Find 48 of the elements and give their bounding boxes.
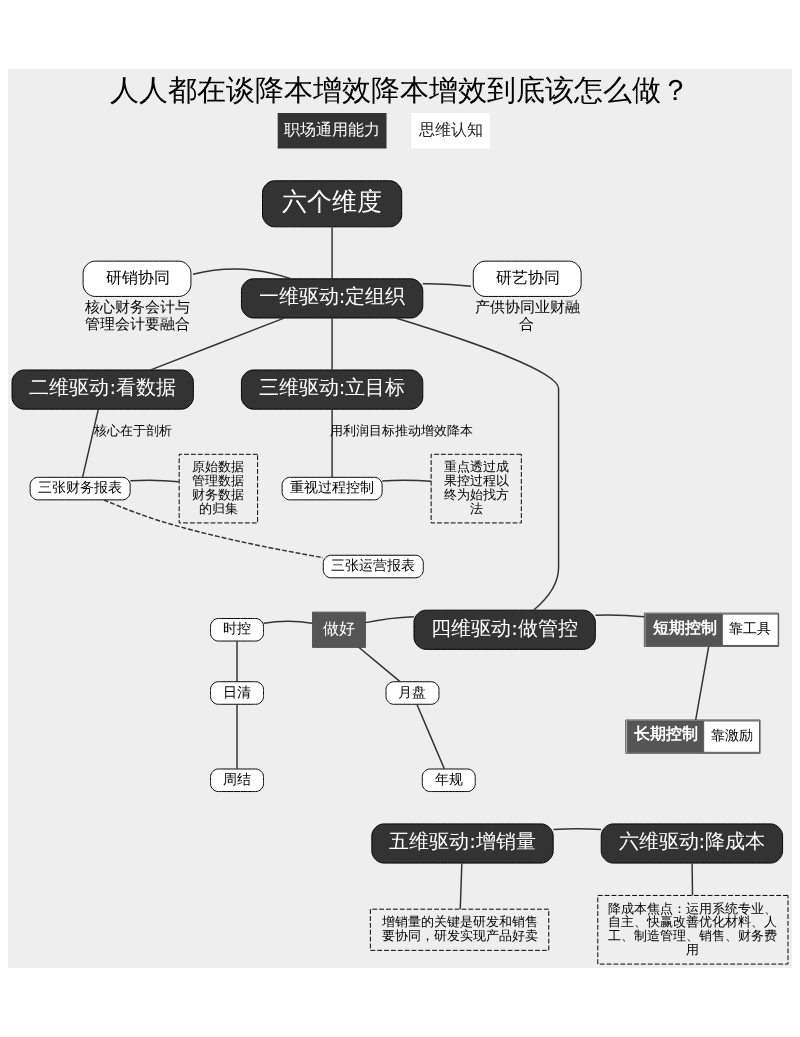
connector — [395, 317, 560, 611]
connector — [694, 645, 710, 721]
connector — [364, 615, 415, 624]
connector — [236, 703, 238, 770]
node-box: 三张财务报表 — [29, 476, 131, 501]
node-box: 六个维度 — [262, 180, 403, 228]
connector — [192, 268, 292, 280]
node-box: 六维驱动:降成本 — [600, 823, 784, 864]
node-box: 月盘 — [385, 681, 440, 705]
node-box: 降成本焦点：运用系统专业、自主、快赢改善优化材料、人工、制造管理、销售、财务费用 — [597, 894, 789, 965]
node-box: 三维驱动:立目标 — [240, 369, 424, 410]
node-box: 年规 — [421, 768, 476, 792]
connector — [331, 317, 333, 371]
node-label: 产供协同业财融合 — [475, 298, 581, 332]
label: 思维认知 — [418, 119, 483, 139]
connector — [262, 620, 313, 624]
node-box: 做好 — [312, 611, 366, 648]
connector — [331, 226, 333, 280]
connector — [594, 614, 645, 618]
node-box: 原始数据管理数据财务数据的归集 — [178, 453, 259, 524]
node-box: 时控 — [210, 618, 264, 642]
connector — [422, 282, 472, 288]
node-box: 日清 — [210, 681, 264, 705]
diagram-title: 人人都在谈降本增效降本增效到底该怎么做？ — [110, 73, 690, 108]
connector — [459, 862, 463, 910]
connector — [691, 862, 694, 896]
connector — [358, 646, 401, 683]
node-box: 周结 — [210, 768, 264, 792]
node-label: 核心财务会计与管理会计要融合 — [85, 298, 191, 332]
node-box: 增销量的关键是研发和销售要协同，研发实现产品好卖 — [369, 908, 550, 951]
connector — [81, 408, 100, 479]
edge-label: 核心在于剖析 — [93, 423, 172, 439]
connector — [129, 479, 180, 483]
node-box: 三张运营报表 — [322, 554, 424, 579]
connector — [331, 408, 333, 479]
connector — [416, 703, 446, 770]
node-box: 一维驱动:定组织 — [240, 278, 424, 319]
connector — [103, 499, 324, 559]
node-box: 重视过程控制 — [281, 476, 383, 501]
node-box: 二维驱动:看数据 — [11, 369, 194, 410]
connector — [552, 828, 602, 831]
connector — [381, 479, 432, 483]
node-box: 五维驱动:增销量 — [371, 823, 554, 864]
connector — [236, 640, 238, 683]
node-box: 四维驱动:做管控 — [413, 609, 596, 650]
node-box: 重点透过成果控过程以终为始找方法 — [430, 453, 522, 524]
connector — [150, 317, 285, 371]
label: 职场通用能力 — [284, 119, 381, 139]
